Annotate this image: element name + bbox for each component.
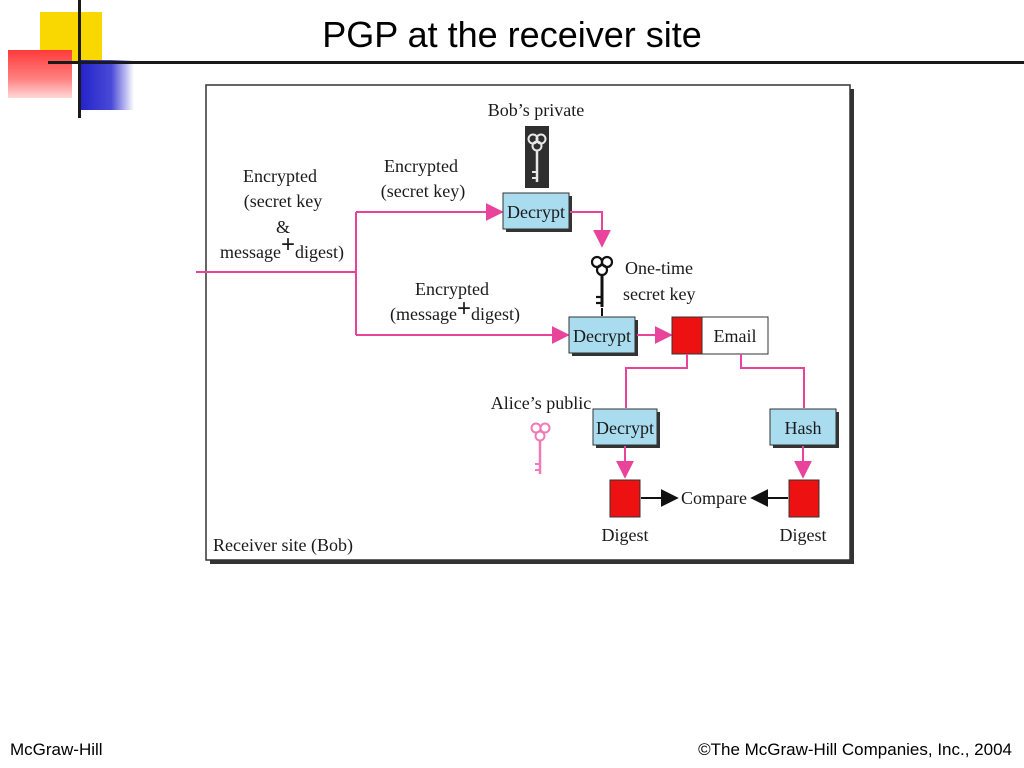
decrypt-message-box-label: Decrypt xyxy=(573,326,631,346)
compare-label: Compare xyxy=(681,488,747,508)
horizontal-rule-extension xyxy=(140,61,1024,64)
key-out-arrow xyxy=(570,211,611,248)
decrypt-key-box-label: Decrypt xyxy=(507,202,565,222)
red-square xyxy=(8,50,72,98)
decrypt-message-box xyxy=(568,316,636,354)
digest-right-label: Digest xyxy=(780,525,827,545)
footer-publisher: McGraw-Hill xyxy=(10,740,103,759)
footer-copyright: ©The McGraw-Hill Companies, Inc., 2004 xyxy=(698,740,1012,759)
slide-title: PGP at the receiver site xyxy=(322,14,702,55)
lower-label-digest: digest) xyxy=(471,304,520,325)
input-label-message: message xyxy=(220,242,281,262)
vertical-rule xyxy=(78,0,81,118)
lower-label-plus: + xyxy=(457,295,471,322)
alice-public-key-icon xyxy=(530,422,551,474)
digest-left-label: Digest xyxy=(602,525,649,545)
email-box xyxy=(701,316,769,355)
upper-branch-label-line2: (secret key) xyxy=(381,181,465,202)
one-time-key-icon xyxy=(590,255,614,307)
one-time-key-label-line1: One-time xyxy=(625,258,693,278)
input-label-line4: message+digest) xyxy=(220,231,344,263)
input-label-digest: digest) xyxy=(295,242,344,263)
one-time-key-label-line2: secret key xyxy=(623,284,695,304)
digest-branch-line xyxy=(625,354,688,408)
input-label-line2: (secret key xyxy=(244,191,322,212)
corner-decoration xyxy=(0,0,1024,120)
bob-key-label: Bob’s private xyxy=(488,100,585,120)
hash-branch-line xyxy=(740,354,805,408)
email-box-label: Email xyxy=(714,326,757,346)
digest-left-square xyxy=(609,479,641,518)
email-digest-part xyxy=(671,316,703,355)
upper-branch-label-line1: Encrypted xyxy=(384,156,458,176)
hash-box xyxy=(769,408,837,446)
lower-branch-label-line2: (message+digest) xyxy=(390,295,520,325)
bob-private-key-icon xyxy=(525,126,549,188)
decrypt-digest-box-label: Decrypt xyxy=(596,418,654,438)
hash-box-label: Hash xyxy=(785,418,822,438)
decrypt-key-box xyxy=(502,192,570,230)
input-label-line3: & xyxy=(276,217,290,237)
digest-right-square xyxy=(788,479,820,518)
decrypt-digest-box xyxy=(592,408,658,446)
lower-label-message: (message xyxy=(390,304,457,325)
input-label-plus: + xyxy=(281,231,295,258)
input-label-line1: Encrypted xyxy=(243,166,317,186)
lower-branch-label-line1: Encrypted xyxy=(415,279,489,299)
alice-key-label: Alice’s public xyxy=(491,393,591,413)
blue-square xyxy=(78,60,134,110)
frame-label: Receiver site (Bob) xyxy=(213,535,353,556)
